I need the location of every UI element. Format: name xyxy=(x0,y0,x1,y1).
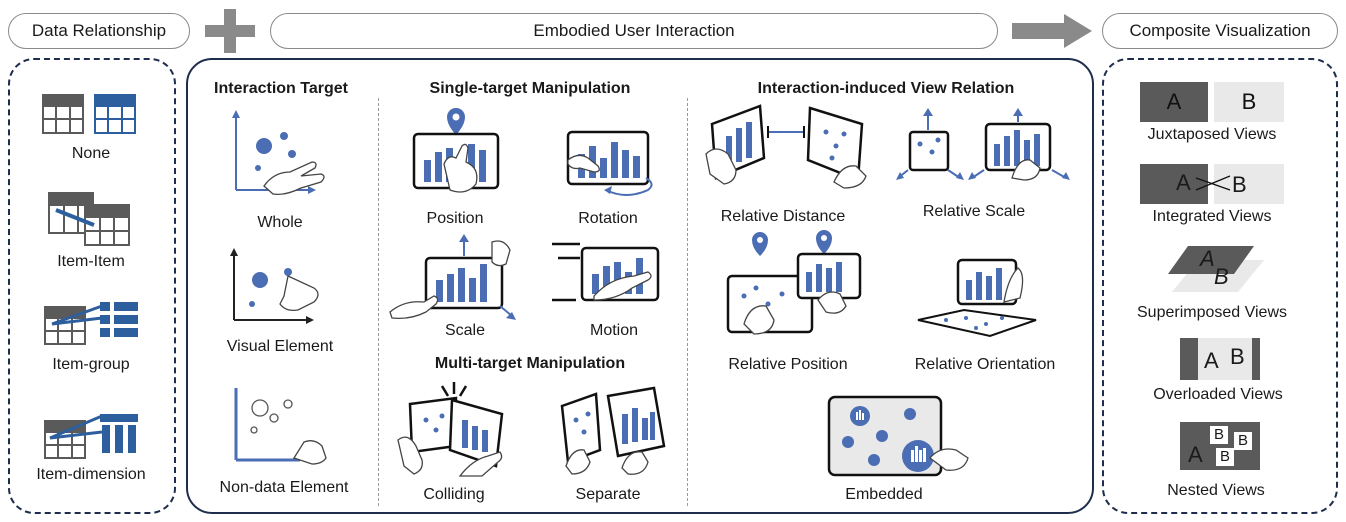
interaction-target-item: Visual Element xyxy=(226,338,334,355)
data-relationship-item: Item-dimension xyxy=(36,466,146,483)
relative-scale-icon xyxy=(896,108,1070,181)
item-group-icon xyxy=(44,302,138,345)
view-b: B xyxy=(1214,264,1229,289)
motion-icon xyxy=(552,242,660,302)
data-relationship-item: None xyxy=(71,145,111,162)
view-relation-item: Relative Position xyxy=(728,356,848,373)
data-relationship-panel xyxy=(8,58,176,514)
data-relationship-item: Item-group xyxy=(52,356,130,373)
view-a: A xyxy=(1204,348,1219,373)
single-target-title: Single-target Manipulation xyxy=(429,80,631,97)
relative-position-icon xyxy=(726,230,862,335)
data-relationship-title: Data Relationship xyxy=(31,21,167,40)
single-target-item: Motion xyxy=(589,322,639,339)
interaction-target-item: Whole xyxy=(257,214,303,231)
relative-orientation-icon xyxy=(917,258,1037,338)
interaction-target-item: Non-data Element xyxy=(219,479,349,496)
composite-item: Overloaded Views xyxy=(1153,386,1283,403)
view-relation-item: Relative Scale xyxy=(922,203,1026,220)
column-divider xyxy=(687,98,688,506)
embodied-interaction-pill: Embodied User Interaction xyxy=(270,13,998,49)
view-a: A xyxy=(1140,82,1208,122)
composite-visualization-title: Composite Visualization xyxy=(1129,21,1311,40)
view-a: A xyxy=(1176,170,1191,195)
multi-target-item: Colliding xyxy=(423,486,485,503)
separate-icon xyxy=(560,386,666,475)
colliding-icon xyxy=(397,382,504,477)
visual-element-chart-icon xyxy=(230,248,319,324)
data-relationship-pill: Data Relationship xyxy=(8,13,190,49)
overloaded-glyph: A B xyxy=(1180,338,1260,380)
composite-item: Nested Views xyxy=(1167,482,1265,499)
view-a: A xyxy=(1200,246,1215,271)
table-pair-icon xyxy=(42,94,136,134)
superimposed-glyph: A B xyxy=(1168,244,1268,294)
rotation-icon xyxy=(566,130,653,196)
item-dimension-icon xyxy=(44,414,138,459)
view-relation-item: Relative Distance xyxy=(720,208,846,225)
composite-visualization-panel xyxy=(1102,58,1338,514)
plus-icon xyxy=(205,9,255,53)
view-b: B xyxy=(1214,82,1284,122)
multi-target-item: Separate xyxy=(575,486,641,503)
view-relation-item: Relative Orientation xyxy=(914,356,1056,373)
composite-visualization-pill: Composite Visualization xyxy=(1102,13,1338,49)
view-b: B xyxy=(1234,432,1252,450)
single-target-item: Scale xyxy=(444,322,486,339)
non-data-element-chart-icon xyxy=(234,388,327,465)
single-target-item: Rotation xyxy=(578,210,638,227)
column-divider xyxy=(378,98,379,506)
view-b: B xyxy=(1232,172,1247,197)
relative-distance-icon xyxy=(705,104,867,189)
view-relation-item: Embedded xyxy=(845,486,923,503)
embodied-interaction-panel xyxy=(186,58,1094,514)
arrow-right-icon xyxy=(1012,14,1092,48)
view-relation-title: Interaction-induced View Relation xyxy=(757,80,1015,97)
embedded-icon xyxy=(827,395,969,477)
scale-icon xyxy=(389,234,516,320)
interaction-target-title: Interaction Target xyxy=(214,80,348,97)
composite-item: Superimposed Views xyxy=(1136,304,1288,321)
view-b: B xyxy=(1230,344,1245,369)
juxtaposed-glyph: A B xyxy=(1140,82,1284,122)
data-relationship-item: Item-Item xyxy=(57,253,125,270)
composite-item: Juxtaposed Views xyxy=(1147,126,1277,143)
multi-target-title: Multi-target Manipulation xyxy=(434,355,626,372)
view-b: B xyxy=(1216,448,1234,466)
position-icon xyxy=(412,108,500,193)
integrated-glyph: A B xyxy=(1140,164,1284,204)
composite-item: Integrated Views xyxy=(1152,208,1272,225)
view-a: A xyxy=(1188,442,1203,467)
whole-chart-icon xyxy=(232,110,325,196)
item-item-icon xyxy=(48,192,130,246)
single-target-item: Position xyxy=(426,210,484,227)
view-b: B xyxy=(1210,426,1228,444)
nested-glyph: A B B B xyxy=(1180,422,1260,470)
embodied-interaction-title: Embodied User Interaction xyxy=(533,21,735,40)
